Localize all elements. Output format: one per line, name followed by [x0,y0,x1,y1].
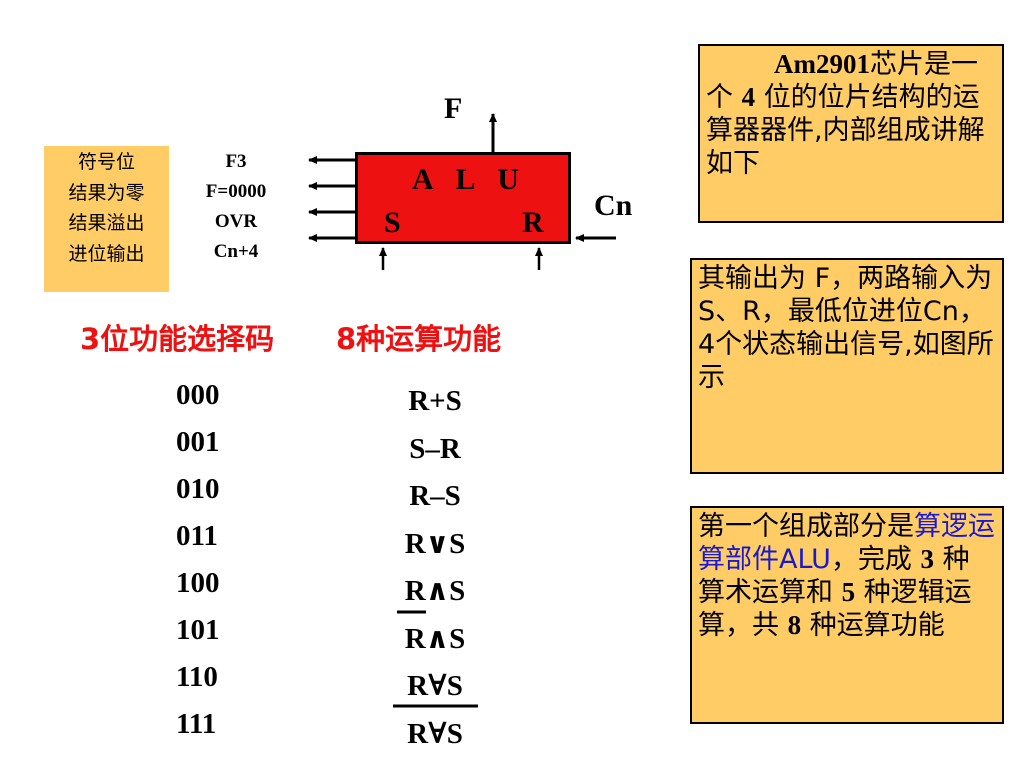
operation: R∧S [404,575,466,607]
signal-label: F3 [225,151,247,172]
status-label-box: 符号位 结果为零 结果溢出 进位输出 [44,146,169,292]
note-text: 芯片是一个 [706,49,978,113]
note-text: 3 [920,544,935,574]
note-text: ，完成 [830,544,912,575]
operation: R–S [409,480,461,512]
function-code-heading: 3位功能选择码 [80,322,275,356]
signal-label: OVR [214,211,258,232]
signal-label: Cn+4 [213,241,259,262]
function-code: 101 [176,614,220,646]
function-code: 010 [176,473,220,505]
alu-label: A L U [412,163,528,196]
note-text: 位的位片结构的运算器器件,内部组成讲解如下 [706,82,985,179]
status-label: 符号位 [77,151,135,173]
output-label: F [444,92,463,125]
note-text: 种算术运算和 [698,544,970,608]
operation: R∨S [404,527,466,560]
note-text: 8 [787,610,802,640]
function-code: 111 [176,708,217,740]
operation: S–R [409,432,461,465]
status-label: 结果为零 [68,181,145,204]
function-code: 110 [176,661,218,693]
signal-label: F=0000 [205,181,267,202]
operation-heading: 8种运算功能 [336,322,502,356]
input-s-label: S [384,206,401,239]
operation: R∀S [407,670,463,702]
io-note: 其输出为 F，两路输入为 S、R，最低位进位Cn，4个状态输出信号,如图所示 [690,258,1004,474]
signal-labels: F3 F=0000 OVR Cn+4 [190,147,282,267]
function-code: 011 [176,520,218,552]
note-text: Am2901 [774,49,870,79]
note-text: 第一个组成部分是 [698,511,914,542]
function-code-list: 000 001 010 011 100 101 110 111 [176,372,220,748]
operation: R∀S [407,717,463,750]
status-label: 结果溢出 [68,212,145,234]
function-code: 000 [176,379,220,411]
function-code: 100 [176,567,220,599]
intro-note: Am2901芯片是一个 4 位的位片结构的运算器器件,内部组成讲解如下 [698,44,1004,223]
status-label: 进位输出 [68,242,145,265]
note-text: 5 [841,577,856,607]
note-text: 其输出为 F，两路输入为 S、R，最低位进位Cn，4个状态输出信号,如图所示 [698,263,994,393]
note-text: 4 [741,82,756,112]
operation: R+S [408,385,462,417]
input-r-label: R [522,206,544,239]
note-text: 种逻辑运算，共 [698,577,972,641]
note-text: 种运算功能 [809,610,945,641]
operation-list: R+S S–R R–S R∨S R∧S R∧S R∀S R∀S [395,378,475,758]
note-highlight: 算逻运算部件ALU [698,511,995,575]
alu-block [355,152,571,244]
alu-note: 第一个组成部分是算逻运算部件ALU，完成 3 种算术运算和 5 种逻辑运算，共 … [690,506,1004,724]
operation: R∧S [404,622,466,655]
carry-in-label: Cn [594,189,633,222]
function-code: 001 [176,426,220,458]
